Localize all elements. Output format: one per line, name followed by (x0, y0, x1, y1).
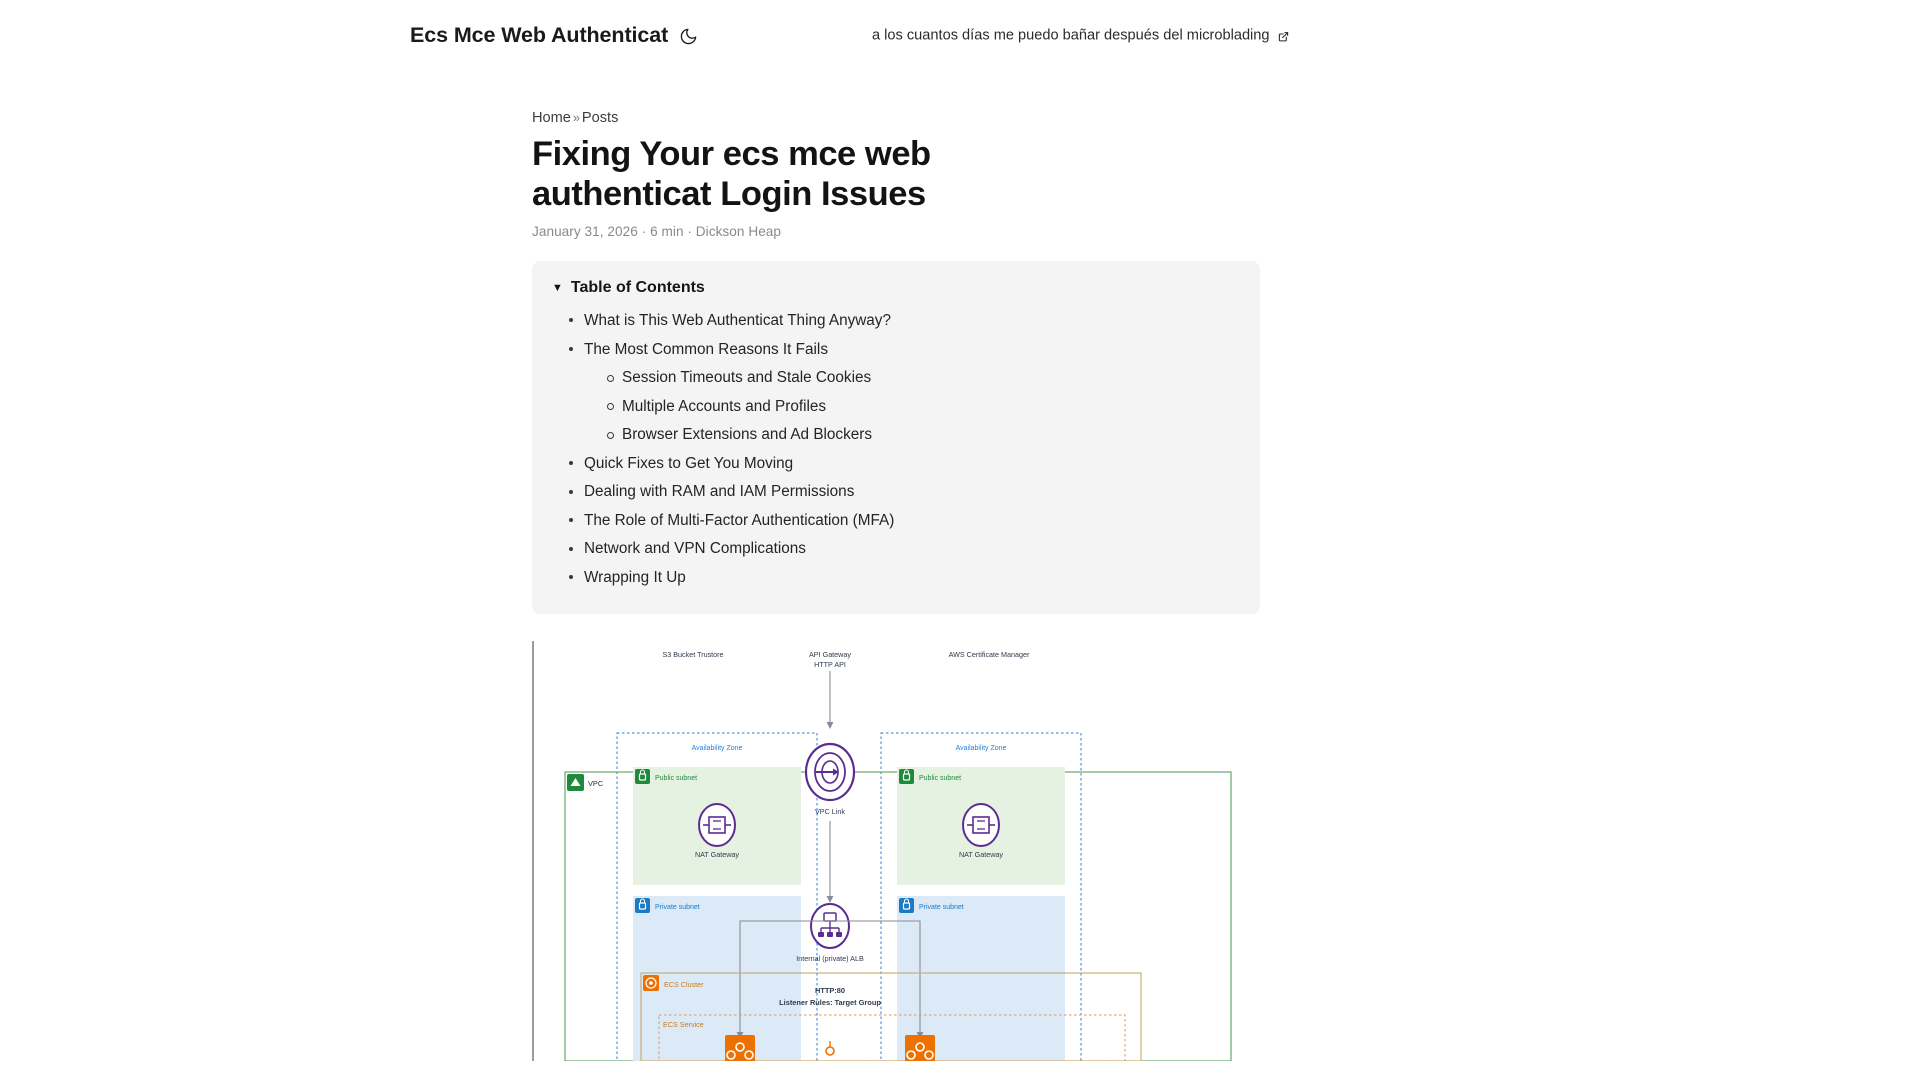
nat-gateway-left-icon (698, 802, 736, 847)
post-figure: S3 Bucket Trustore API Gateway HTTP API … (532, 640, 1260, 1061)
label-vpc: VPC (588, 779, 604, 788)
chevron-down-icon: ▼ (552, 281, 563, 294)
toc-item: Quick Fixes to Get You Moving (565, 449, 1236, 478)
toc-toggle[interactable]: ▼ Table of Contents (552, 279, 1236, 297)
label-public-subnet-left: Public subnet (655, 775, 697, 782)
private-subnet-left-icon (635, 897, 650, 913)
label-api-gateway: API Gateway (809, 650, 851, 659)
private-subnet-right (897, 895, 1065, 1061)
nat-gateway-right-icon (962, 802, 1000, 847)
ecs-task-left-icon (725, 1034, 755, 1061)
label-availability-zone-right: Availability Zone (956, 745, 1007, 752)
private-subnet-right-icon (899, 897, 914, 913)
toc-heading: Table of Contents (570, 279, 705, 297)
moon-icon[interactable] (679, 27, 698, 46)
az-left-box (616, 732, 818, 1061)
toc-item: Session Timeouts and Stale Cookies (603, 364, 1236, 393)
ecs-service-box (658, 1014, 1126, 1061)
site-header: Ecs Mce Web Authenticat a los cuantos dí… (0, 0, 1920, 64)
az-right-box (880, 732, 1082, 1061)
label-availability-zone-left: Availability Zone (692, 745, 743, 752)
toc-list: What is This Web Authenticat Thing Anywa… (565, 306, 1236, 591)
toc-link[interactable]: Wrapping It Up (584, 568, 686, 586)
label-api-gateway-sub: HTTP API (814, 660, 846, 669)
post-body-partial (532, 1075, 1260, 1080)
post-meta: January 31, 2026 · 6 min · Dickson Heap (532, 224, 782, 240)
breadcrumb-separator: » (572, 111, 580, 125)
toc-item: Dealing with RAM and IAM Permissions (565, 478, 1236, 507)
ecs-task-center-icon (825, 1040, 835, 1056)
toc-item: The Role of Multi-Factor Authentication … (565, 506, 1236, 535)
toc-link[interactable]: Browser Extensions and Ad Blockers (622, 426, 872, 444)
label-nat-gateway-right: NAT Gateway (959, 850, 1003, 859)
table-of-contents: ▼ Table of Contents What is This Web Aut… (532, 261, 1260, 614)
vpc-link-icon (804, 742, 856, 802)
breadcrumb-posts[interactable]: Posts (581, 110, 619, 126)
aws-architecture-diagram: S3 Bucket Trustore API Gateway HTTP API … (532, 640, 1260, 1061)
label-private-subnet-right: Private subnet (919, 904, 964, 911)
toc-item: Wrapping It Up (565, 563, 1236, 592)
label-alb: Internal (private) ALB (796, 954, 864, 963)
moon-icon-svg (680, 28, 697, 45)
label-acm: AWS Certificate Manager (949, 650, 1030, 659)
toc-link[interactable]: Session Timeouts and Stale Cookies (622, 369, 872, 387)
site-title-link[interactable]: Ecs Mce Web Authenticat (410, 23, 669, 48)
label-ecs-service: ECS Service (663, 1020, 704, 1029)
ecs-task-right-icon (905, 1034, 935, 1061)
label-s3-bucket: S3 Bucket Trustore (662, 650, 723, 659)
toc-item: Network and VPN Complications (565, 535, 1236, 564)
public-subnet-left-icon (635, 768, 650, 784)
private-subnet-left (633, 895, 801, 1061)
toc-link[interactable]: Multiple Accounts and Profiles (622, 397, 827, 415)
label-listener-rules: Listener Rules: Target Group (779, 998, 881, 1007)
ecs-cluster-box (640, 972, 1142, 1061)
external-link-icon-svg (1278, 31, 1288, 42)
label-public-subnet-right: Public subnet (919, 775, 961, 782)
page-wrap: Home»Posts Fixing Your ecs mce web authe… (410, 64, 1510, 1080)
content-column: Home»Posts Fixing Your ecs mce web authe… (532, 108, 1260, 1080)
toc-link[interactable]: Network and VPN Complications (584, 540, 806, 558)
toc-link[interactable]: The Most Common Reasons It Fails (584, 340, 828, 358)
label-private-subnet-left: Private subnet (655, 904, 700, 911)
label-vpc-link: VPC Link (815, 807, 845, 816)
public-subnet-right-icon (899, 768, 914, 784)
breadcrumb-home[interactable]: Home (532, 110, 571, 126)
toc-link[interactable]: Quick Fixes to Get You Moving (584, 454, 794, 472)
label-nat-gateway-left: NAT Gateway (695, 850, 739, 859)
label-http-listener: HTTP:80 (815, 986, 845, 995)
header-nav: a los cuantos días me puedo bañar despué… (872, 27, 1289, 45)
toc-item: What is This Web Authenticat Thing Anywa… (565, 306, 1236, 335)
brand-block: Ecs Mce Web Authenticat (410, 25, 698, 47)
toc-link[interactable]: The Role of Multi-Factor Authentication … (584, 511, 895, 529)
breadcrumb: Home»Posts (532, 108, 1260, 128)
page-title: Fixing Your ecs mce web authenticat Logi… (532, 135, 931, 214)
alb-icon (810, 902, 850, 949)
toc-item: Multiple Accounts and Profiles (603, 392, 1236, 421)
external-link-icon (1278, 31, 1289, 42)
label-ecs-cluster: ECS Cluster (664, 980, 704, 989)
nav-link-microblading[interactable]: a los cuantos días me puedo bañar despué… (872, 27, 1270, 44)
header-inner: Ecs Mce Web Authenticat a los cuantos dí… (410, 18, 1510, 54)
toc-item: Browser Extensions and Ad Blockers (603, 421, 1236, 450)
toc-link[interactable]: What is This Web Authenticat Thing Anywa… (584, 311, 891, 329)
toc-link[interactable]: Dealing with RAM and IAM Permissions (584, 483, 855, 501)
